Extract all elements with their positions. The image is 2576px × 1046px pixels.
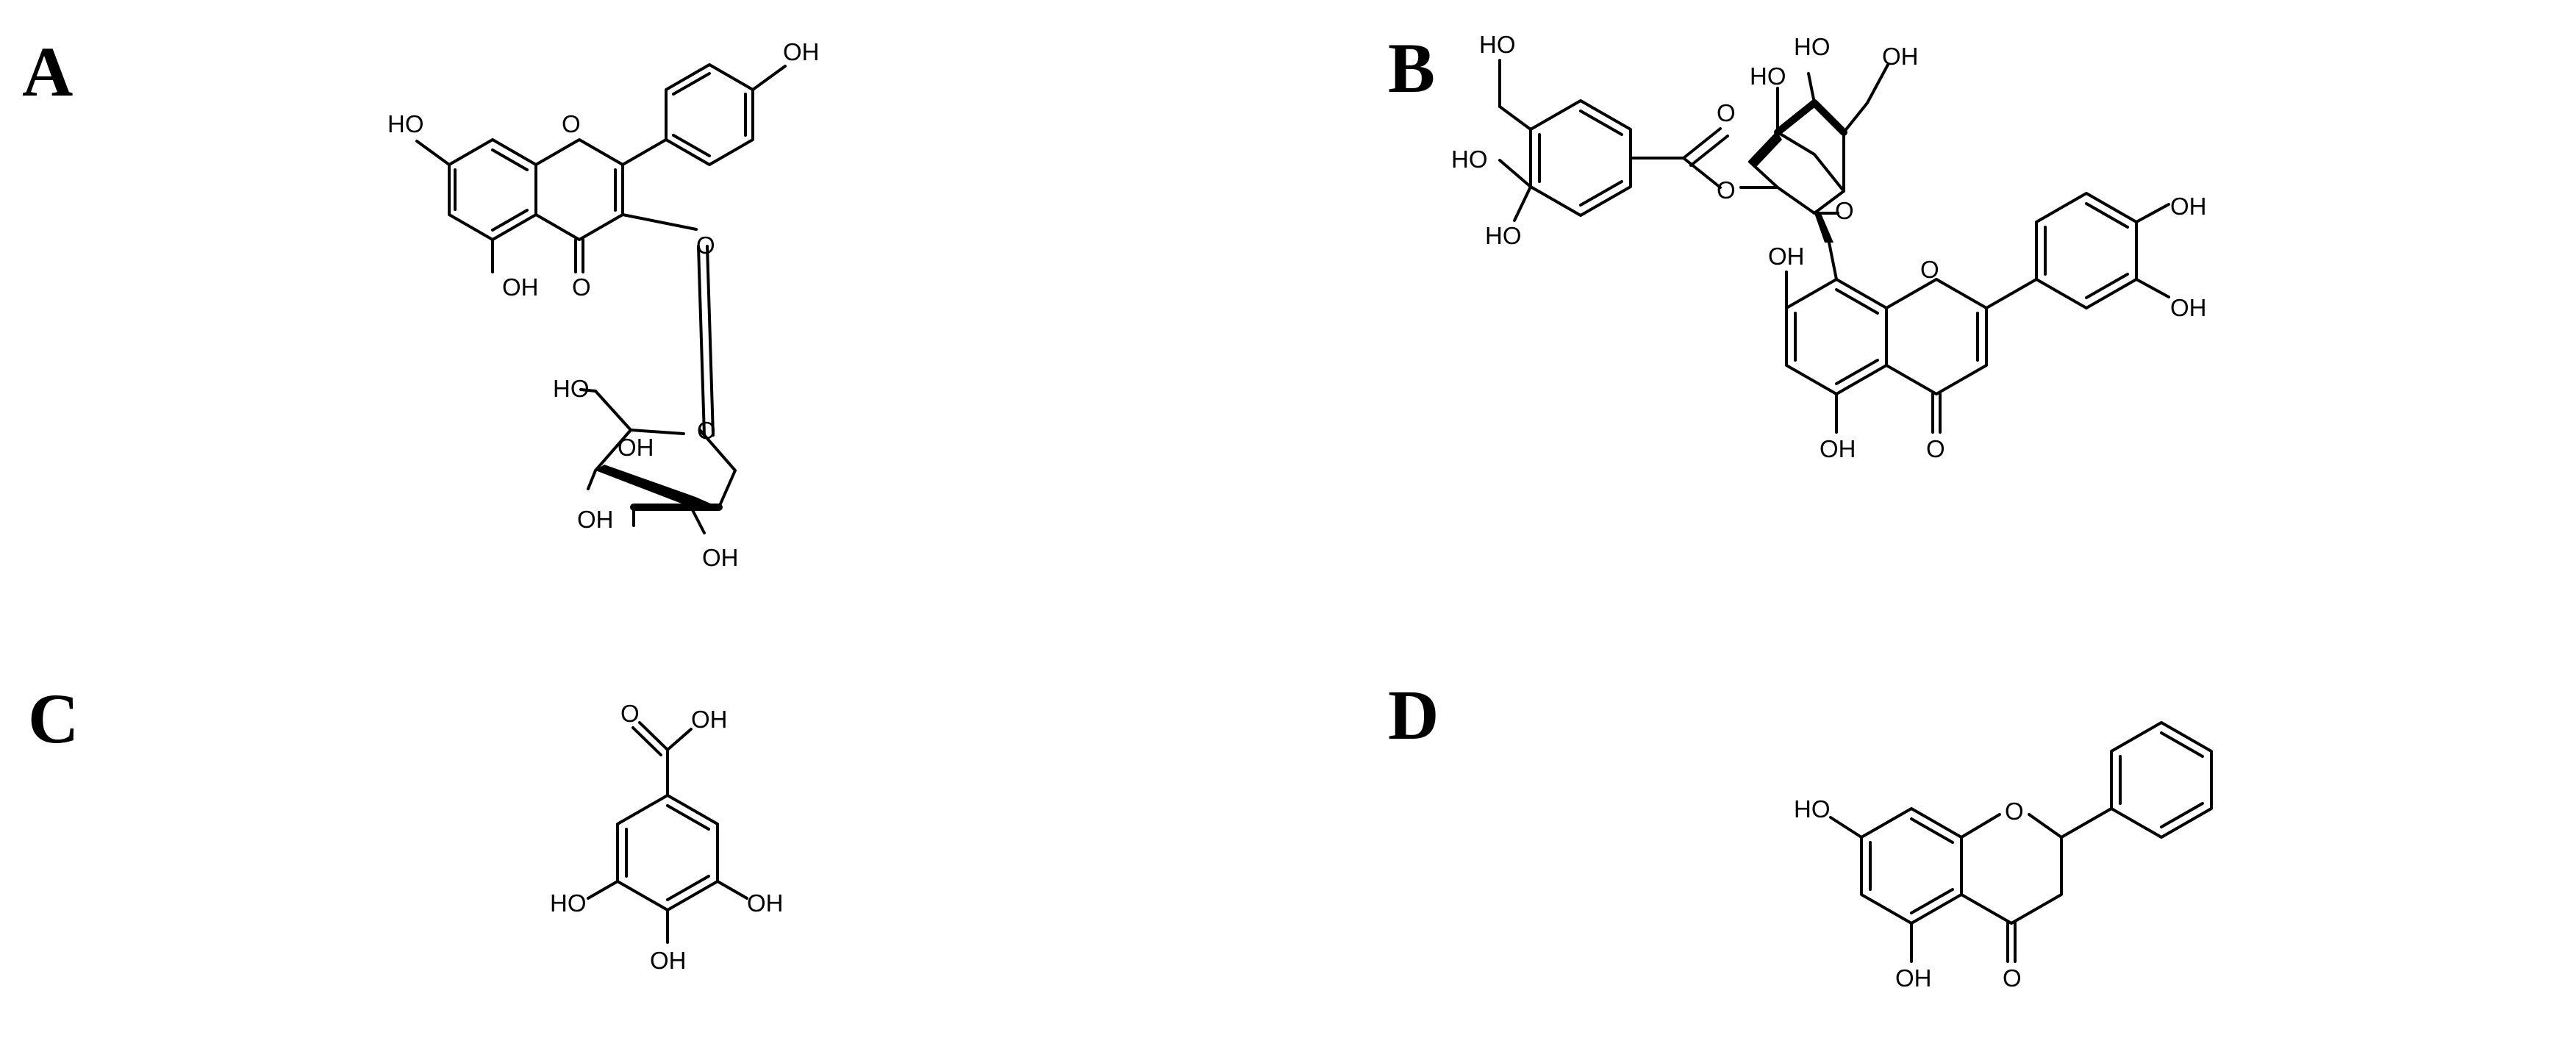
b-sugar-ch2oh: OH [1882,43,1919,70]
a-sugar-oh-1: OH [618,434,654,461]
b-galloyl-oh-2: HO [1451,146,1488,173]
c-oh-left: HO [550,889,587,917]
panel-a-letter: A [22,32,73,111]
d-carbonyl-o: O [2003,964,2022,992]
a-sugar-ch2oh: HO [553,375,590,402]
b-sugar-oh-1: HO [1794,33,1831,60]
panel-b-structure [1498,59,2170,434]
panel-d-structure [1829,721,2213,963]
panel-b-letter: B [1388,29,1435,107]
panel-b: B [1388,29,2207,462]
panel-c-letter: C [28,679,79,758]
b-flavone-oh-5: OH [1820,435,1856,462]
c-oh-right: OH [747,889,784,917]
a-sugar-oh-2: OH [577,506,614,533]
b-flavone-oh-7: OH [1768,243,1805,270]
b-sugar-ring-o: O [1835,197,1854,224]
c-acid-oh: OH [691,706,728,733]
b-sugar-oh-2: HO [1750,62,1786,90]
panel-a: A [22,32,820,571]
a-oh-top: OH [783,38,820,65]
b-flavone-ring-o: O [1920,256,1939,283]
a-sugar-ring-o: O [697,417,716,444]
b-catechol-oh-2: OH [2170,294,2207,321]
a-ether-o: O [696,232,715,259]
a-carbonyl-o: O [572,273,591,301]
b-galloyl-oh-1: HO [1479,31,1516,58]
b-ester-carbonyl-o: O [1717,99,1736,126]
d-oh-left: HO [1794,795,1831,823]
panel-c: C O OH HO OH OH [28,679,784,974]
panel-d-letter: D [1388,676,1439,754]
panel-c-structure [587,721,748,944]
c-acid-o: O [620,700,640,727]
a-oh-bottom: OH [502,273,539,301]
d-oh-bottom: OH [1895,964,1932,992]
b-flavone-carbonyl-o: O [1926,435,1945,462]
a-sugar-oh-3: OH [702,544,739,571]
b-catechol-oh-1: OH [2170,193,2207,220]
c-oh-bottom: OH [650,947,687,974]
b-ester-o: O [1717,176,1736,204]
panel-d: D HO O OH O [1388,676,2213,992]
b-galloyl-oh-3: HO [1485,222,1522,249]
a-oh-left: HO [387,110,424,137]
panel-a-structure [415,63,787,534]
a-ring-o: O [562,110,581,137]
d-ring-o: O [2005,798,2024,825]
